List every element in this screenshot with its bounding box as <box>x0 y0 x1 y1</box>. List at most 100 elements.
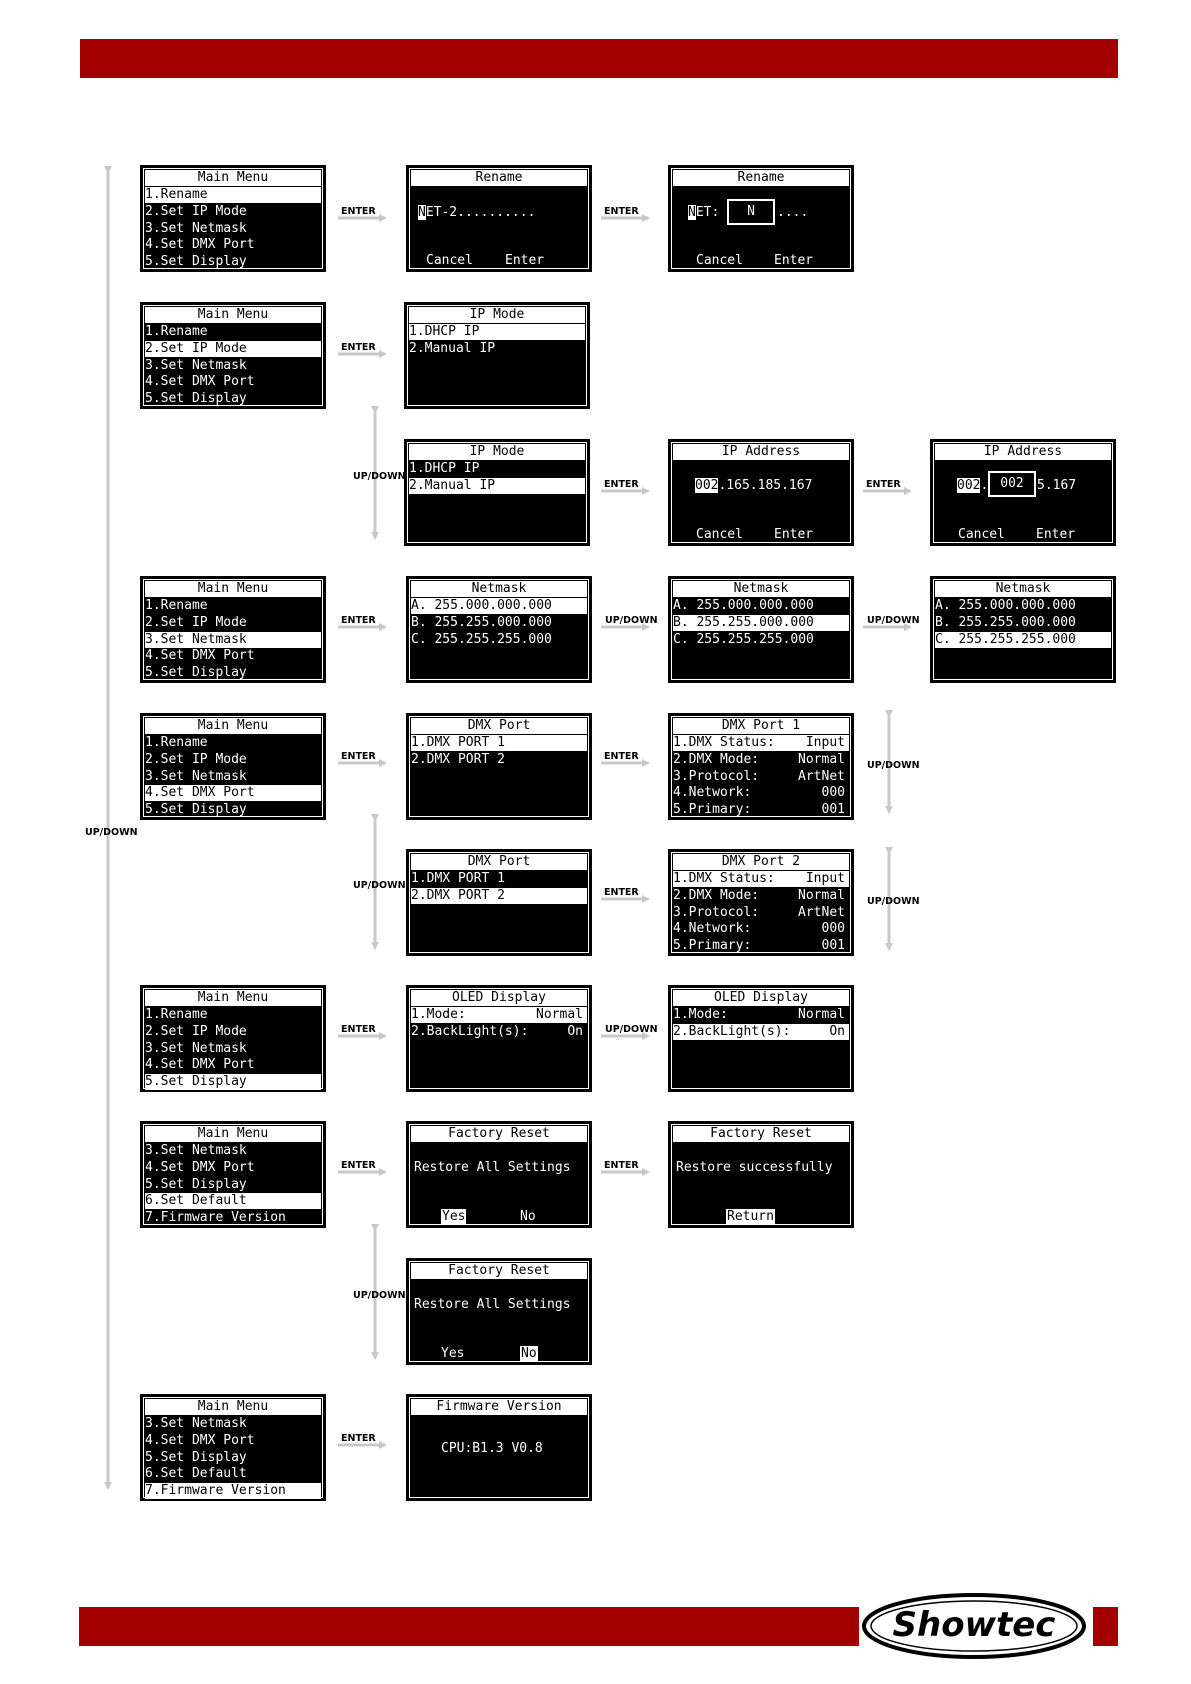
setting-row[interactable]: 1.DMX Status:Input <box>673 735 849 751</box>
setting-row[interactable]: 1.Mode:Normal <box>673 1007 845 1022</box>
menu-item[interactable]: 4.Set DMX Port <box>145 785 321 801</box>
menu-item[interactable]: 1.DHCP IP <box>409 461 480 476</box>
menu-item[interactable]: 3.Set Netmask <box>145 632 321 648</box>
factory-reset-screen: Factory Reset Restore All Settings Yes N… <box>406 1258 592 1365</box>
menu-item[interactable]: 4.Set DMX Port <box>145 648 255 663</box>
menu-item[interactable]: 6.Set Default <box>145 1466 247 1481</box>
netmask-option[interactable]: A. 255.000.000.000 <box>411 598 587 614</box>
cancel-button[interactable]: Cancel <box>696 253 743 268</box>
menu-item[interactable]: 2.Set IP Mode <box>145 341 321 357</box>
netmask-option[interactable]: A. 255.000.000.000 <box>673 598 814 613</box>
cancel-button[interactable]: Cancel <box>958 527 1005 542</box>
dmx-port-2-screen: DMX Port 2 1.DMX Status:Input 2.DMX Mode… <box>668 849 854 956</box>
menu-item[interactable]: 2.Set IP Mode <box>145 615 247 630</box>
main-menu-screen: Main Menu 3.Set Netmask 4.Set DMX Port 5… <box>140 1121 326 1228</box>
netmask-option[interactable]: C. 255.255.255.000 <box>935 632 1111 648</box>
no-button[interactable]: No <box>520 1346 538 1362</box>
char-edit-box[interactable]: N <box>727 199 775 225</box>
rename-edit-screen: Rename NET: N .... Cancel Enter <box>668 165 854 272</box>
enter-button[interactable]: Enter <box>505 253 545 268</box>
menu-item[interactable]: 3.Set Netmask <box>145 221 247 236</box>
menu-item[interactable]: 2.DMX PORT 2 <box>411 752 505 767</box>
menu-item[interactable]: 1.DMX PORT 1 <box>411 871 505 886</box>
menu-item[interactable]: 5.Set Display <box>145 1450 247 1465</box>
netmask-option[interactable]: B. 255.255.000.000 <box>411 615 552 630</box>
menu-item[interactable]: 4.Set DMX Port <box>145 1057 255 1072</box>
menu-item[interactable]: 1.Rename <box>145 735 208 750</box>
setting-row[interactable]: 3.Protocol:ArtNet <box>673 905 845 920</box>
return-button[interactable]: Return <box>726 1209 775 1225</box>
setting-row[interactable]: 1.Mode:Normal <box>411 1007 587 1023</box>
updown-label: UP/DOWN <box>353 471 406 482</box>
yes-button[interactable]: Yes <box>441 1346 465 1361</box>
updown-label: UP/DOWN <box>353 1290 406 1301</box>
menu-item[interactable]: 3.Set Netmask <box>145 1416 247 1431</box>
main-menu-screen: Main Menu 1.Rename 2.Set IP Mode 3.Set N… <box>140 985 326 1092</box>
no-button[interactable]: No <box>520 1209 536 1224</box>
netmask-option[interactable]: C. 255.255.255.000 <box>411 632 552 647</box>
setting-row[interactable]: 5.Primary:001 <box>673 802 845 817</box>
setting-row[interactable]: 3.Protocol:ArtNet <box>673 769 845 784</box>
menu-item[interactable]: 2.Set IP Mode <box>145 204 247 219</box>
netmask-option[interactable]: A. 255.000.000.000 <box>935 598 1076 613</box>
setting-row[interactable]: 4.Network:000 <box>673 921 845 936</box>
enter-label: ENTER <box>604 751 639 762</box>
enter-button[interactable]: Enter <box>774 253 814 268</box>
menu-item[interactable]: 6.Set Default <box>145 1193 321 1209</box>
menu-item[interactable]: 4.Set DMX Port <box>145 374 255 389</box>
menu-item[interactable]: 1.Rename <box>145 598 208 613</box>
enter-button[interactable]: Enter <box>774 527 814 542</box>
setting-row[interactable]: 2.DMX Mode:Normal <box>673 888 845 903</box>
menu-item[interactable]: 5.Set Display <box>145 802 247 817</box>
menu-item[interactable]: 3.Set Netmask <box>145 358 247 373</box>
setting-row[interactable]: 2.DMX Mode:Normal <box>673 752 845 767</box>
menu-item[interactable]: 5.Set Display <box>145 1074 321 1090</box>
menu-item[interactable]: 4.Set DMX Port <box>145 237 255 252</box>
oled-display-screen: OLED Display 1.Mode:Normal 2.BackLight(s… <box>668 985 854 1092</box>
cancel-button[interactable]: Cancel <box>426 253 473 268</box>
menu-item[interactable]: 7.Firmware Version <box>145 1210 286 1225</box>
ip-tail: 5.167 <box>1037 478 1077 493</box>
setting-row[interactable]: 2.BackLight(s):On <box>411 1024 583 1039</box>
rename-screen: Rename NET-2.......... Cancel Enter <box>406 165 592 272</box>
setting-row[interactable]: 5.Primary:001 <box>673 938 845 953</box>
setting-row[interactable]: 4.Network:000 <box>673 785 845 800</box>
menu-item[interactable]: 2.Set IP Mode <box>145 752 247 767</box>
netmask-option[interactable]: B. 255.255.000.000 <box>935 615 1076 630</box>
screen-title: Rename <box>673 170 849 186</box>
cancel-button[interactable]: Cancel <box>696 527 743 542</box>
menu-item[interactable]: 1.Rename <box>145 1007 208 1022</box>
menu-item[interactable]: 5.Set Display <box>145 254 247 269</box>
screen-title: OLED Display <box>411 990 587 1006</box>
menu-item[interactable]: 4.Set DMX Port <box>145 1160 255 1175</box>
setting-row[interactable]: 2.BackLight(s):On <box>673 1024 849 1040</box>
menu-item[interactable]: 2.Manual IP <box>409 478 585 494</box>
menu-item[interactable]: 4.Set DMX Port <box>145 1433 255 1448</box>
enter-button[interactable]: Enter <box>1036 527 1076 542</box>
menu-item[interactable]: 5.Set Display <box>145 665 247 680</box>
menu-item[interactable]: 1.Rename <box>145 324 208 339</box>
menu-item[interactable]: 2.DMX PORT 2 <box>411 888 587 904</box>
menu-item[interactable]: 1.Rename <box>145 187 321 203</box>
main-menu-screen: Main Menu 1.Rename 2.Set IP Mode 3.Set N… <box>140 165 326 272</box>
screen-title: Netmask <box>411 581 587 597</box>
ip-address-value[interactable]: 002.165.185.167 <box>695 478 813 493</box>
setting-row[interactable]: 1.DMX Status:Input <box>673 871 849 887</box>
menu-item[interactable]: 5.Set Display <box>145 391 247 406</box>
menu-item[interactable]: 7.Firmware Version <box>145 1483 321 1499</box>
netmask-option[interactable]: B. 255.255.000.000 <box>673 615 849 631</box>
yes-button[interactable]: Yes <box>441 1209 467 1225</box>
octet-edit-box[interactable]: 002 <box>988 471 1036 497</box>
menu-item[interactable]: 2.Manual IP <box>409 341 496 356</box>
menu-item[interactable]: 3.Set Netmask <box>145 1041 247 1056</box>
menu-item[interactable]: 2.Set IP Mode <box>145 1024 247 1039</box>
netmask-option[interactable]: C. 255.255.255.000 <box>673 632 814 647</box>
dmx-port-screen: DMX Port 1.DMX PORT 1 2.DMX PORT 2 <box>406 849 592 956</box>
rename-value[interactable]: NET-2.......... <box>418 205 536 220</box>
menu-item[interactable]: 5.Set Display <box>145 1177 247 1192</box>
menu-item[interactable]: 1.DHCP IP <box>409 324 585 340</box>
enter-label: ENTER <box>866 479 901 490</box>
menu-item[interactable]: 3.Set Netmask <box>145 1143 247 1158</box>
menu-item[interactable]: 3.Set Netmask <box>145 769 247 784</box>
menu-item[interactable]: 1.DMX PORT 1 <box>411 735 587 751</box>
